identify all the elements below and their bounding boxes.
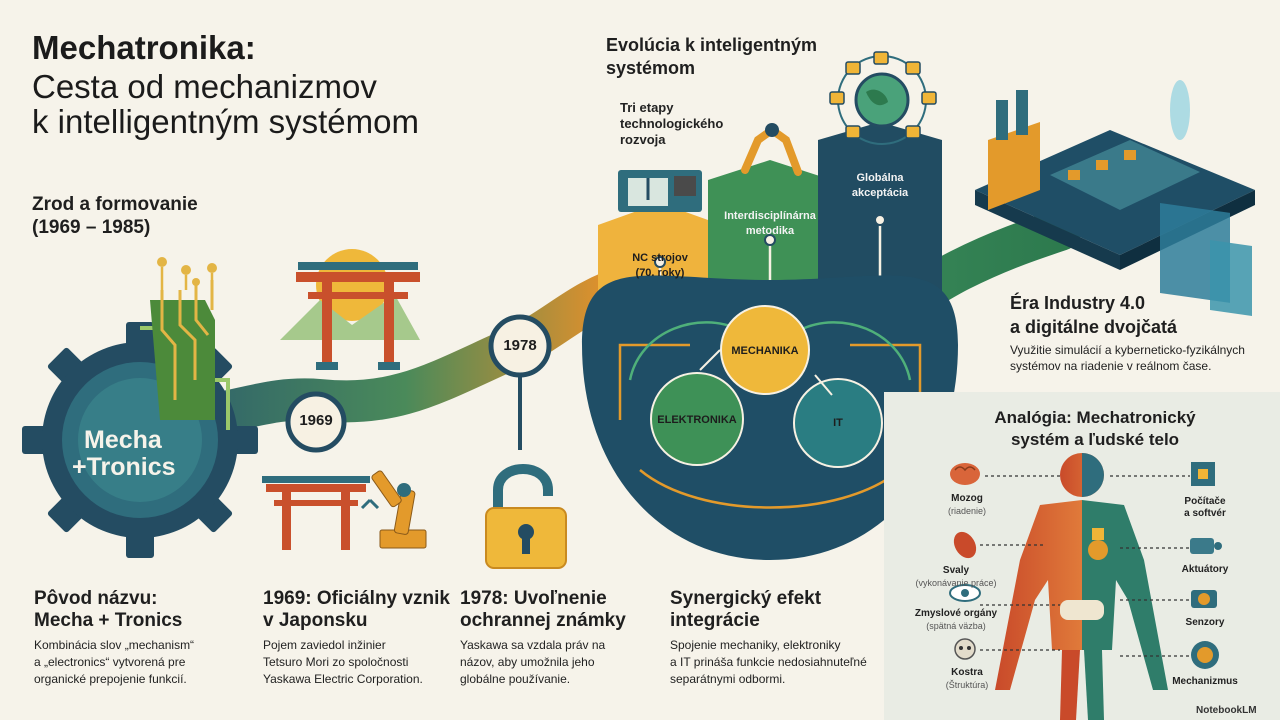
- analogy-right-3: Mechanizmus: [1172, 676, 1238, 687]
- title-line1: Mechatronika:: [32, 29, 256, 66]
- stage1-label-line1: NC strojov: [632, 252, 688, 264]
- col3-heading-line1: 1978: Uvoľnenie: [460, 588, 607, 609]
- col2-text-line1: Pojem zaviedol inžinier: [263, 638, 386, 652]
- col1-heading-line1: Pôvod názvu:: [34, 588, 158, 609]
- analogy-left-0: Mozog(riadenie): [947, 493, 987, 516]
- open-lock-icon: [485, 464, 567, 569]
- analogy-left-1: Svaly(vykonávanie práce): [915, 565, 997, 588]
- analogy-right-1: Aktuátory: [1181, 564, 1229, 575]
- stage1-label-line2: (70. roky): [635, 267, 685, 279]
- col2-heading-line2: v Japonsku: [263, 610, 368, 631]
- analogy-right-2: Senzory: [1185, 617, 1225, 628]
- analogy-heading-line1: Analógia: Mechatronický: [994, 408, 1196, 427]
- col4-text-line1: Spojenie mechaniky, elektroniky: [670, 638, 841, 652]
- camera-icon: [1191, 590, 1217, 608]
- col4-text-line2: a IT prináša funkcie nedosiahnuteľné: [670, 655, 867, 669]
- evolution-sub-line1: Tri etapy: [620, 100, 674, 115]
- col3-text-line3: globálne používanie.: [460, 672, 571, 686]
- stage2-label-line2: metodika: [745, 225, 795, 237]
- origin-heading-line1: Zrod a formovanie: [32, 194, 198, 215]
- col1-heading-line2: Mecha + Tronics: [34, 610, 183, 631]
- year-1969-label: 1969: [299, 412, 333, 429]
- gear-logo-line2: +Tronics: [72, 453, 176, 481]
- gear-logo-line1: Mecha: [84, 426, 162, 454]
- analogy-connectors: [980, 475, 1190, 657]
- synergy-it-label: IT: [833, 417, 843, 429]
- industry-heading-line1: Éra Industry 4.0: [1010, 293, 1146, 313]
- evolution-sub-line3: rozvoja: [620, 132, 666, 147]
- year-1978-marker: [488, 314, 552, 450]
- stage2-label-line1: Interdisciplínárna: [724, 210, 816, 222]
- synergy-elektronika-label: ELEKTRONIKA: [657, 414, 737, 426]
- col4-heading-line2: integrácie: [670, 610, 760, 631]
- analogy-left-3: Kostra(Štruktúra): [945, 667, 989, 690]
- stage3-label-line1: Globálna: [856, 172, 904, 184]
- analogy-heading-line2: systém a ľudské telo: [1010, 430, 1180, 449]
- col1-text-line2: a „electronics“ vytvorená pre: [34, 655, 186, 669]
- brain-icon: [950, 463, 980, 485]
- evolution-columns: [598, 51, 942, 330]
- origin-heading-line2: (1969 – 1985): [32, 217, 151, 238]
- col2-heading-line1: 1969: Oficiálny vznik: [263, 588, 450, 609]
- torii-sun-icon: [280, 249, 420, 370]
- motor-icon: [1190, 538, 1222, 554]
- human-body-figure: [995, 453, 1168, 720]
- stage3-label-line2: akceptácia: [851, 187, 909, 199]
- muscle-icon: [953, 531, 977, 559]
- industry-heading-line2: a digitálne dvojčatá: [1010, 317, 1178, 337]
- torii-robot-icon: [262, 470, 427, 550]
- gear-logo-icon: [22, 257, 258, 558]
- col3-text-line2: názov, aby umožnila jeho: [460, 655, 595, 669]
- synergy-mechanika-label: MECHANIKA: [731, 345, 799, 357]
- col2-text-line3: Yaskawa Electric Corporation.: [263, 672, 423, 686]
- col2-text-line2: Tetsuro Mori zo spoločnosti: [263, 655, 409, 669]
- gauge-icon: [1191, 641, 1219, 669]
- col1-text-line3: organické prepojenie funkcií.: [34, 672, 187, 686]
- col4-heading-line1: Synergický efekt: [670, 588, 822, 609]
- industry-text-line2: systémov na riadenie v reálnom čase.: [1010, 359, 1212, 373]
- col1-text-line1: Kombinácia slov „mechanism“: [34, 638, 195, 652]
- skull-icon: [954, 638, 976, 660]
- evolution-heading-line2: systémom: [606, 58, 696, 78]
- title-line3: k intelligentným systémom: [32, 103, 419, 140]
- eye-icon: [949, 584, 981, 602]
- chip-icon: [1191, 462, 1215, 486]
- evolution-heading-line1: Evolúcia k inteligentným: [606, 35, 818, 55]
- analogy-left-2: Zmyslové orgány(spätná väzba): [914, 608, 998, 631]
- industry-text-line1: Využitie simulácií a kyberneticko-fyziká…: [1010, 343, 1245, 357]
- col3-heading-line2: ochrannej známky: [460, 610, 626, 631]
- year-1978-label: 1978: [503, 337, 537, 354]
- industry-factory-icon: [975, 80, 1255, 316]
- col4-text-line3: separátnymi odbormi.: [670, 672, 786, 686]
- watermark-label: NotebookLM: [1196, 705, 1257, 716]
- col3-text-line1: Yaskawa sa vzdala práv na: [460, 638, 606, 652]
- synergy-dome: [582, 275, 958, 560]
- title-line2: Cesta od mechanizmov: [32, 68, 377, 105]
- evolution-sub-line2: technologického: [620, 116, 724, 131]
- year-1969-marker: [285, 391, 347, 453]
